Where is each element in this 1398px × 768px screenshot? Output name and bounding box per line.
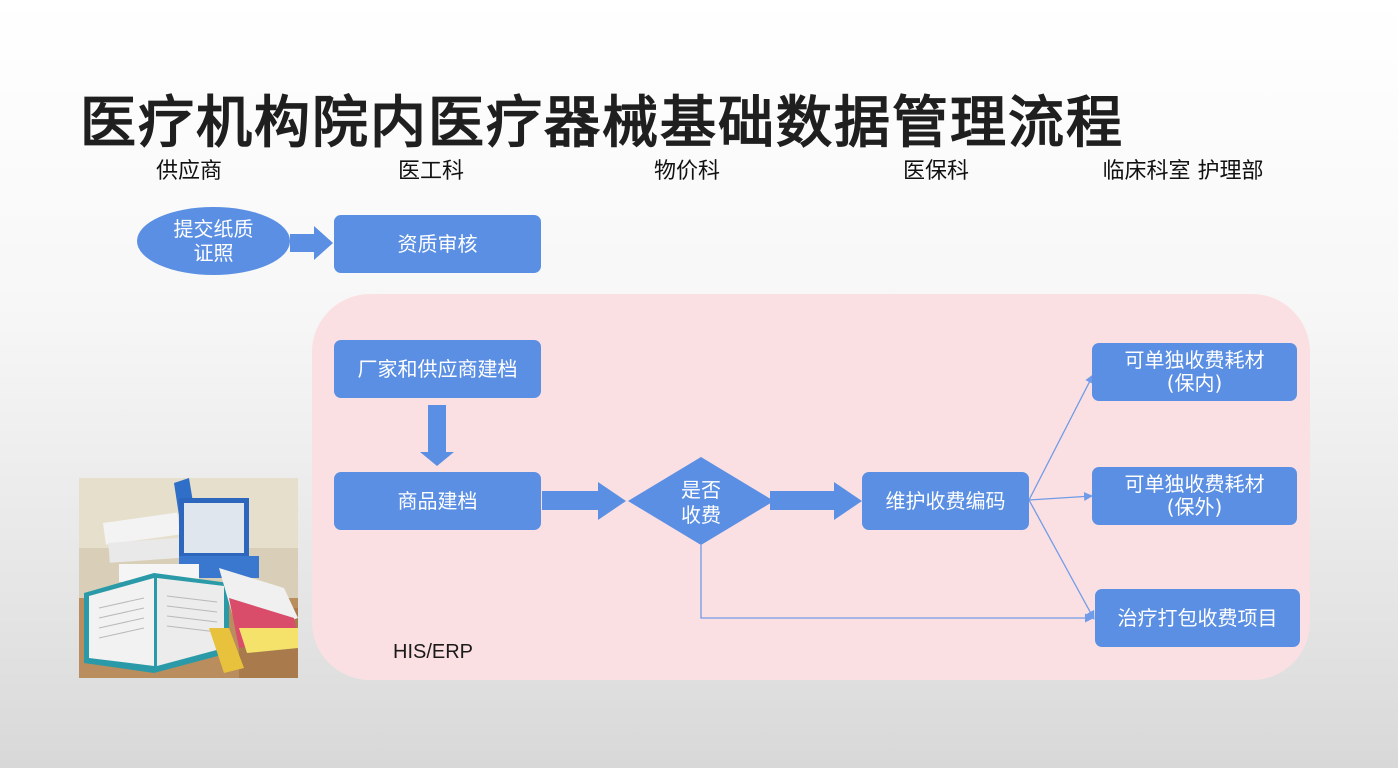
- arrow-product-to-decision: [542, 482, 626, 520]
- arrow-submit-to-review: [290, 226, 333, 260]
- node-treatment-package-item: 治疗打包收费项目: [1095, 589, 1300, 647]
- paper-files-photo: [79, 478, 298, 678]
- column-header-medical-engineering: 医工科: [397, 159, 465, 184]
- arrow-vendor-to-product: [420, 405, 454, 466]
- column-header-supplier: 供应商: [155, 159, 223, 184]
- line-code-to-out-a: [1028, 374, 1094, 501]
- arrow-decision-to-code: [770, 482, 862, 520]
- out-a-line-2: (保内): [1166, 371, 1223, 395]
- node-submit-line-1: 提交纸质: [173, 217, 254, 241]
- node-submit-line-2: 证照: [193, 241, 234, 265]
- decision-line-2: 收费: [681, 503, 721, 527]
- node-product-archive: 商品建档: [334, 472, 541, 530]
- line-decision-to-out-c: [700, 545, 1094, 623]
- column-header-clinical-nursing: 临床科室 护理部: [1102, 159, 1264, 184]
- node-qualification-review: 资质审核: [334, 215, 541, 273]
- node-separately-chargeable-uninsured: 可单独收费耗材(保外): [1092, 467, 1297, 525]
- out-b-line-1: 可单独收费耗材: [1124, 472, 1265, 496]
- decision-diamond: [628, 457, 774, 545]
- node-maintain-charge-code: 维护收费编码: [862, 472, 1029, 530]
- node-decision-label: 是否收费: [628, 466, 774, 540]
- node-submit-paper-license: 提交纸质证照: [137, 207, 290, 275]
- node-vendor-archive: 厂家和供应商建档: [334, 340, 541, 398]
- line-code-to-out-b: [1028, 492, 1093, 501]
- line-code-to-out-c: [1028, 499, 1095, 620]
- decision-line-1: 是否: [681, 478, 721, 502]
- out-a-line-1: 可单独收费耗材: [1124, 348, 1265, 372]
- page-title: 医疗机构院内医疗器械基础数据管理流程: [80, 91, 1124, 156]
- column-header-pricing: 物价科: [653, 159, 721, 184]
- region-label: HIS/ERP: [393, 641, 474, 663]
- out-b-line-2: (保外): [1166, 495, 1223, 519]
- node-separately-chargeable-insured: 可单独收费耗材(保内): [1092, 343, 1297, 401]
- column-header-medical-insurance: 医保科: [902, 159, 970, 184]
